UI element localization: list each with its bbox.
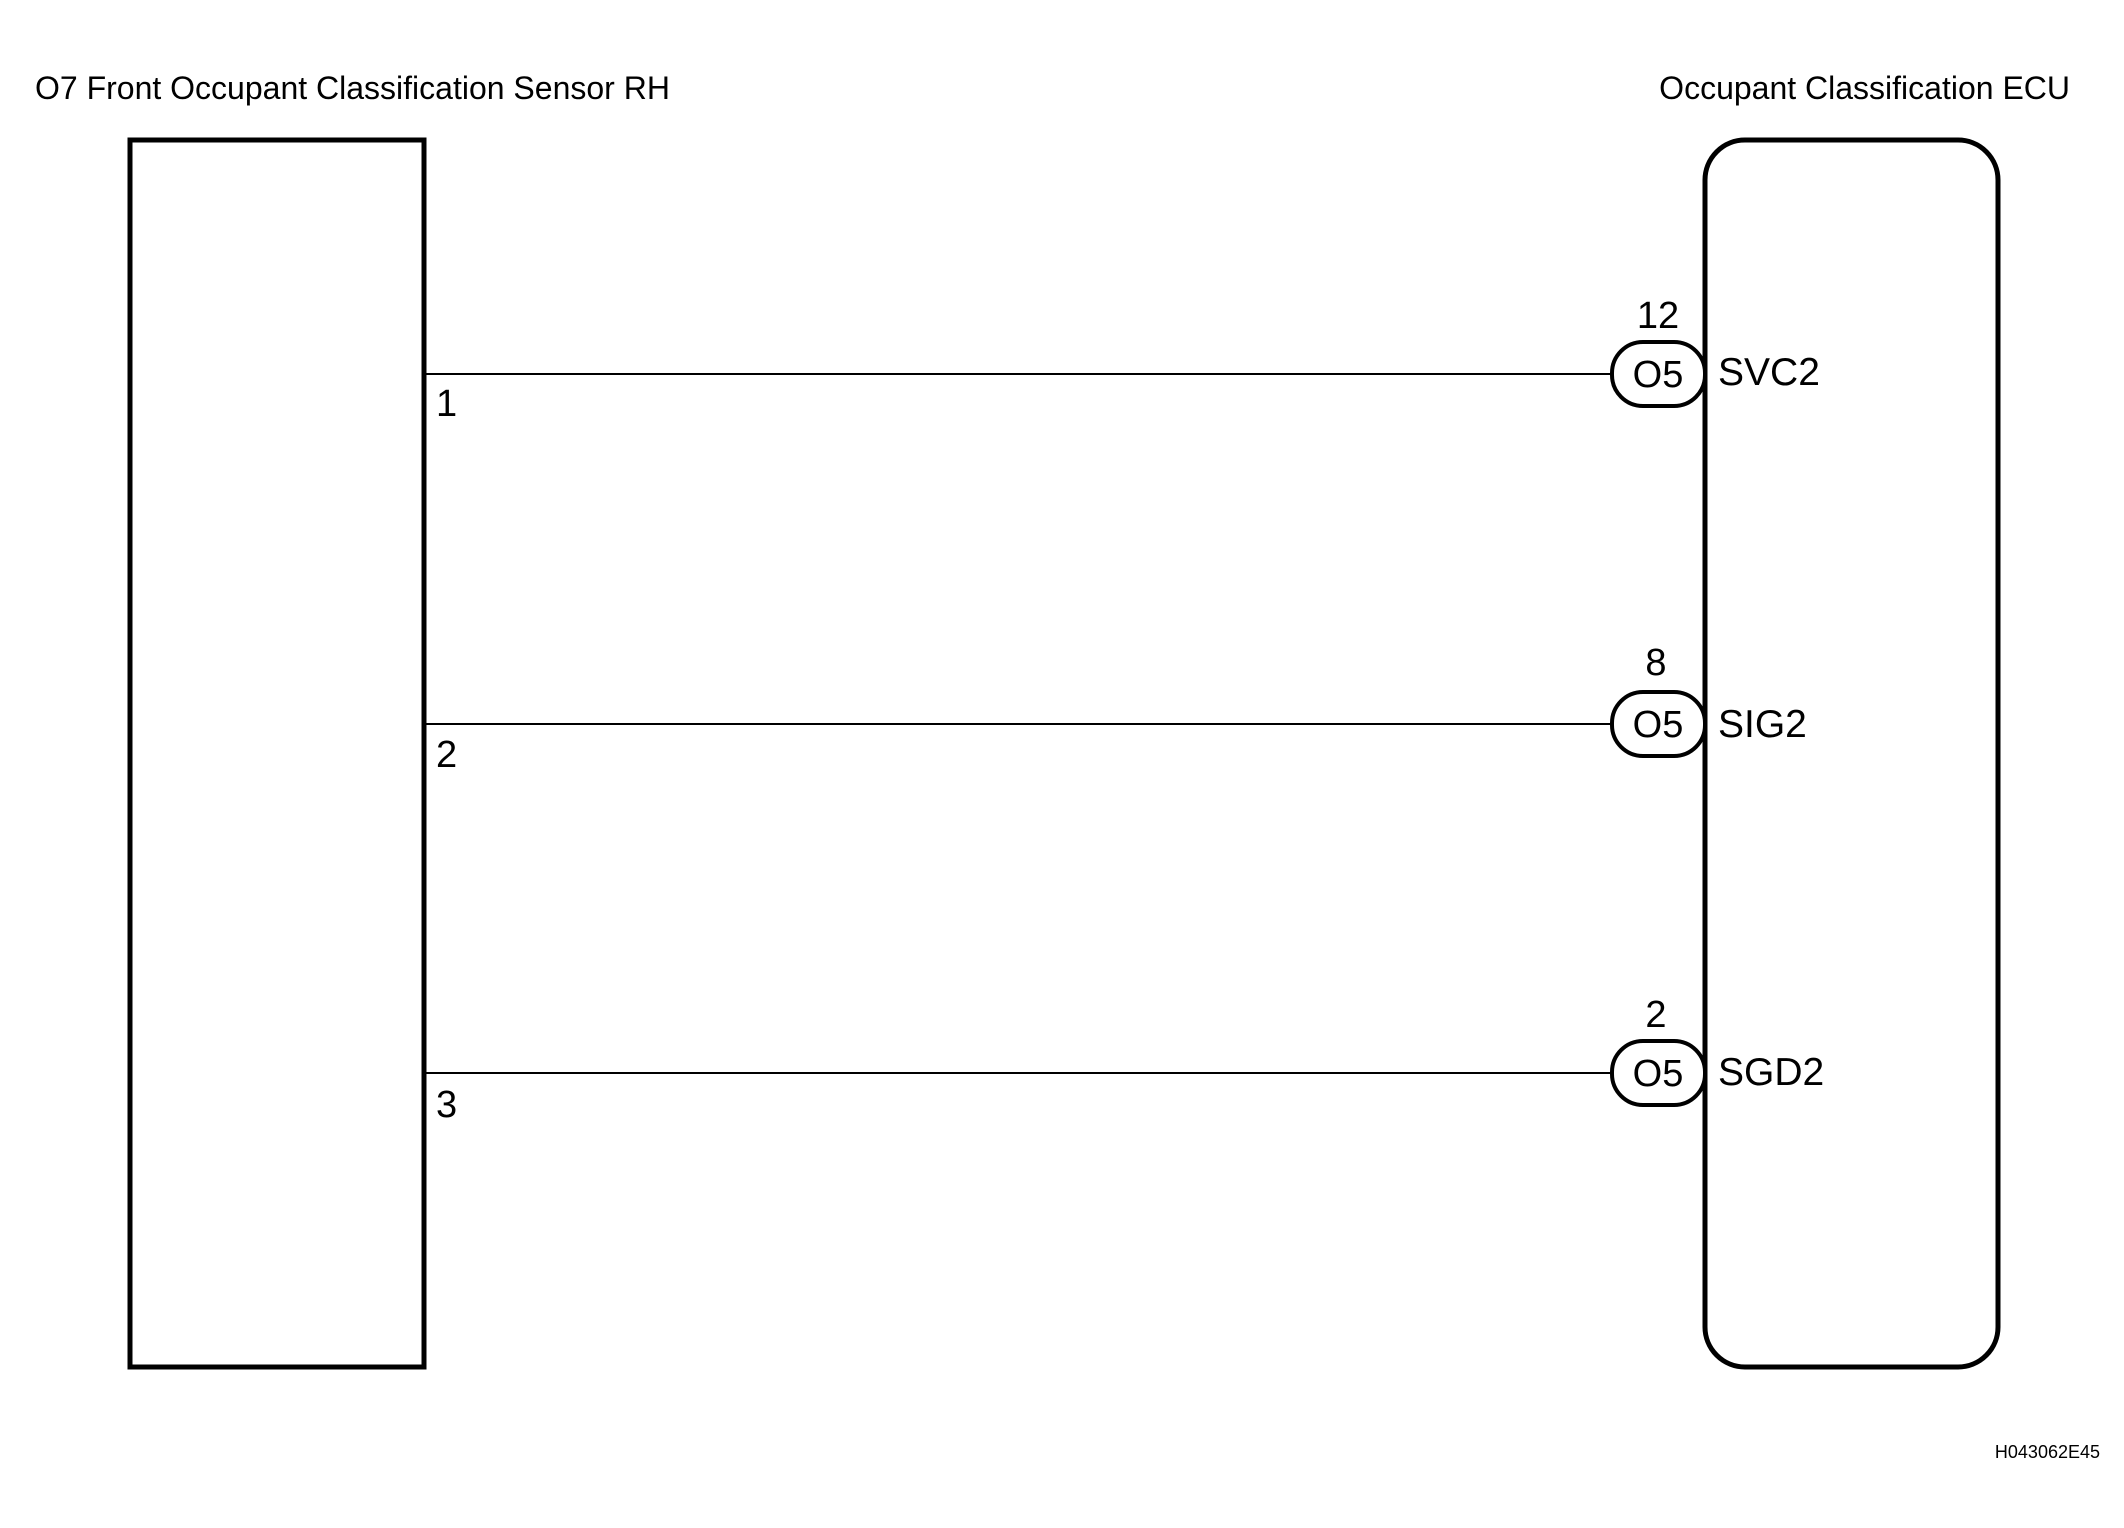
sensor-title: O7 Front Occupant Classification Sensor … bbox=[35, 70, 670, 106]
wire-2: 2 O5 8 SIG2 bbox=[424, 642, 1807, 776]
wire-1: 1 O5 12 SVC2 bbox=[424, 295, 1820, 425]
ecu-pin-number: 8 bbox=[1645, 642, 1666, 684]
terminal-name: SGD2 bbox=[1718, 1051, 1824, 1094]
connector-oval bbox=[1610, 1039, 1707, 1107]
connector-code: O5 bbox=[1633, 1053, 1684, 1095]
ecu-box bbox=[1702, 137, 2001, 1370]
ecu-pin-number: 2 bbox=[1645, 994, 1666, 1036]
wire-3: 3 O5 2 SGD2 bbox=[424, 994, 1824, 1126]
connector-code: O5 bbox=[1633, 704, 1684, 746]
figure-code: H043062E45 bbox=[1995, 1442, 2100, 1462]
ecu-title: Occupant Classification ECU bbox=[1659, 70, 2070, 106]
sensor-pin-number: 2 bbox=[436, 734, 457, 776]
ecu-pin-number: 12 bbox=[1637, 295, 1679, 337]
sensor-box bbox=[127, 137, 427, 1370]
sensor-pin-number: 1 bbox=[436, 383, 457, 425]
connector-oval bbox=[1610, 690, 1707, 758]
connector-oval bbox=[1610, 340, 1707, 408]
terminal-name: SVC2 bbox=[1718, 351, 1820, 394]
sensor-pin-number: 3 bbox=[436, 1084, 457, 1126]
terminal-name: SIG2 bbox=[1718, 703, 1807, 746]
connector-code: O5 bbox=[1633, 354, 1684, 396]
